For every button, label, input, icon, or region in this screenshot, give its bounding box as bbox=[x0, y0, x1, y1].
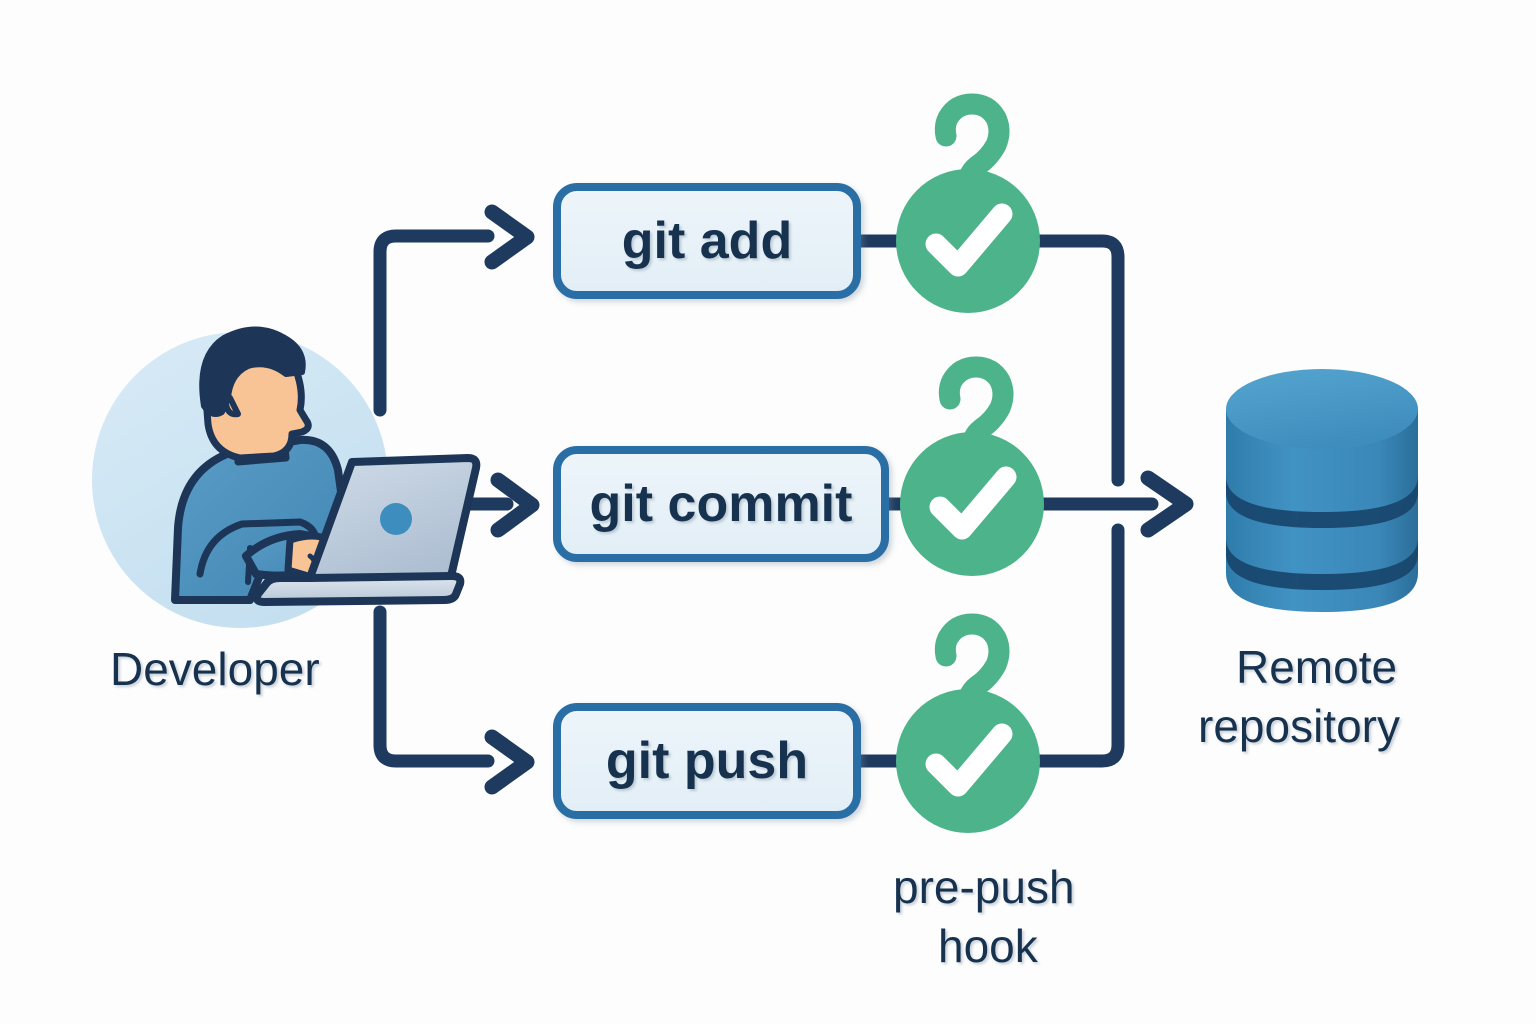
pre-push-hook-label-line2: hook bbox=[938, 920, 1039, 972]
connector-developer-to-git-push bbox=[373, 605, 535, 795]
git-commit-label: git commit bbox=[590, 475, 853, 533]
laptop-base bbox=[252, 572, 465, 606]
connector-git-push-hook-to-remote bbox=[1018, 523, 1125, 768]
database-body bbox=[1226, 409, 1418, 612]
remote-repository-icon[interactable] bbox=[1226, 369, 1418, 612]
remote-repository-label-line1: Remote bbox=[1236, 641, 1397, 693]
git-commit-hook-icon bbox=[938, 356, 1014, 517]
hook-check-git-add[interactable] bbox=[896, 93, 1040, 313]
developer-label: Developer bbox=[110, 643, 320, 695]
database-band-1 bbox=[1226, 476, 1418, 528]
git-add-box[interactable] bbox=[553, 183, 861, 299]
connector-git-commit-hook-to-remote bbox=[1015, 470, 1194, 538]
connector-developer-to-git-commit bbox=[463, 472, 540, 538]
node-git-push[interactable]: git push bbox=[553, 703, 861, 819]
hook-check-git-commit[interactable] bbox=[900, 356, 1044, 576]
developer-hair bbox=[199, 326, 306, 417]
git-push-check-icon bbox=[925, 723, 1013, 797]
git-add-label: git add bbox=[622, 212, 792, 270]
git-add-hook-icon bbox=[934, 93, 1010, 254]
remote-repository-label-line2: repository bbox=[1198, 700, 1400, 752]
git-add-check-icon bbox=[925, 203, 1013, 277]
database-band-2 bbox=[1226, 538, 1418, 590]
connector-git-add-hook-to-remote bbox=[1018, 234, 1125, 487]
node-git-commit[interactable]: git commit bbox=[553, 446, 889, 562]
git-push-hook-icon bbox=[934, 613, 1010, 774]
hook-check-git-push[interactable] bbox=[896, 613, 1040, 833]
git-commit-box[interactable] bbox=[553, 446, 889, 562]
git-commit-check-icon bbox=[929, 466, 1017, 540]
git-push-label: git push bbox=[606, 732, 808, 790]
node-git-add[interactable]: git add bbox=[553, 183, 861, 299]
database-top bbox=[1226, 369, 1418, 449]
developer-laptop bbox=[252, 454, 481, 606]
connector-developer-to-git-add bbox=[373, 204, 535, 417]
pre-push-hook-label-line1: pre-push bbox=[893, 861, 1075, 913]
laptop-logo-dot bbox=[380, 503, 412, 535]
git-push-box[interactable] bbox=[553, 703, 861, 819]
